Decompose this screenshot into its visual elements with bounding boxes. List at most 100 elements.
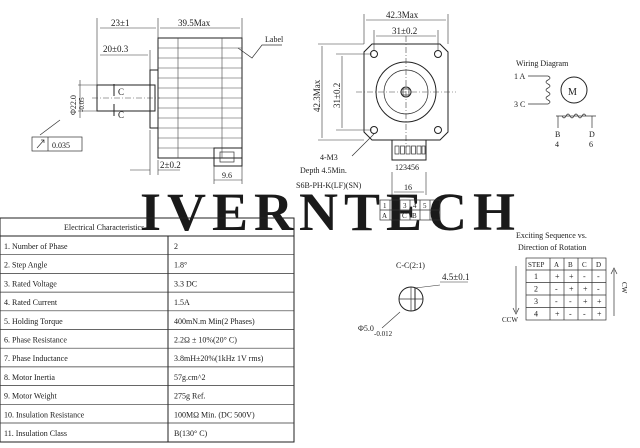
front-view: 123456 42.3Max 31±0.2 42.3Max 31±0.2 4-M…: [296, 10, 456, 195]
seq-phase-sign: +: [555, 272, 560, 281]
section-mark-c-upper: C: [118, 87, 124, 97]
seq-step-number: 3: [534, 297, 538, 306]
electrical-row-label: 2. Step Angle: [4, 261, 48, 270]
side-view: Label 23±1 39.5Max 20±0.3 Φ22.0 -0.05 C …: [31, 18, 284, 184]
motor-symbol: [560, 76, 588, 104]
dim-2: 2±0.2: [160, 160, 181, 170]
coil-b-d: [561, 113, 587, 119]
watermark-text: IVERNTECH: [140, 182, 521, 242]
terminal-6: 6: [589, 140, 593, 149]
seq-header-c: C: [582, 261, 587, 269]
electrical-title: Electrical Characteristics: [64, 223, 144, 232]
seq-phase-sign: -: [555, 285, 558, 294]
front-connector: [391, 139, 427, 161]
electrical-row-label: 4. Rated Current: [4, 298, 58, 307]
seq-phase-sign: -: [583, 272, 586, 281]
electrical-row-label: 3. Rated Voltage: [4, 279, 57, 288]
dim-4-5: 4.5±0.1: [442, 272, 469, 282]
electrical-row-label: 6. Phase Resistance: [4, 336, 67, 345]
electrical-row-value: 1.8°: [174, 261, 187, 270]
runout-tolerance-frame: [31, 136, 83, 152]
terminal-b: B: [555, 130, 560, 139]
pin-header-3: 3: [403, 202, 407, 210]
sequence-rows: 1++--2-++-3--++4+--+: [534, 272, 602, 319]
dim-phi22: Φ22.0: [69, 95, 78, 115]
mount-hole-tr: [434, 50, 442, 58]
seq-step-number: 2: [534, 285, 538, 294]
pin-value-3: C: [402, 212, 407, 220]
label-callout: Label: [265, 35, 284, 44]
pin-header-5: 5: [423, 202, 427, 210]
pin-header-2: 2: [393, 202, 397, 210]
electrical-row: 7. Phase Inductance 3.8mH±20%(1kHz 1V rms…: [4, 354, 264, 363]
depth-note: Depth 4.5Min.: [300, 166, 347, 175]
terminal-3c: 3 C: [514, 100, 525, 109]
side-connector: [213, 147, 243, 167]
dim-39-5-max: 39.5Max: [178, 18, 211, 28]
seq-phase-sign: +: [583, 297, 588, 306]
electrical-row-label: 11. Insulation Class: [4, 429, 67, 438]
dim-phi22-tolerance: -0.05: [78, 97, 86, 112]
sequence-title-line2: Direction of Rotation: [518, 243, 586, 252]
dim-20: 20±0.3: [103, 44, 129, 54]
seq-phase-sign: +: [569, 272, 574, 281]
cw-label: CW: [620, 282, 628, 294]
dim-phi5-tolerance: -0.012: [374, 330, 393, 338]
electrical-row: 10. Insulation Resistance 100MΩ Min. (DC …: [4, 410, 255, 419]
electrical-row-label: 7. Phase Inductance: [4, 354, 68, 363]
connector-pin-numbers: 123456: [395, 163, 419, 172]
electrical-characteristics-table: Electrical Characteristics 1. Number of …: [0, 217, 295, 443]
seq-step-number: 1: [534, 272, 538, 281]
terminal-4: 4: [555, 140, 559, 149]
electrical-row-label: 9. Motor Weight: [4, 392, 58, 401]
front-face-outline: [363, 43, 449, 141]
electrical-row-value: 1.5A: [174, 298, 190, 307]
seq-phase-sign: -: [597, 285, 600, 294]
runout-arrow-icon: [36, 139, 45, 149]
electrical-row-value: 100MΩ Min. (DC 500V): [174, 410, 255, 419]
label-leader-line: [237, 44, 282, 59]
dim-42-3-height: 42.3Max: [312, 79, 322, 112]
cooling-fins: [158, 38, 242, 158]
wiring-diagram: Wiring Diagram M 1 A 3 C B D 4 6: [514, 59, 596, 149]
seq-phase-sign: -: [597, 272, 600, 281]
seq-phase-sign: -: [569, 310, 572, 319]
seq-phase-sign: -: [569, 297, 572, 306]
electrical-row: 3. Rated Voltage 3.3 DC: [4, 279, 197, 288]
sequence-title-line1: Exciting Sequence vs.: [516, 231, 587, 240]
electrical-row-value: 400mN.m Min(2 Phases): [174, 317, 255, 326]
electrical-row-value: 57g.cm^2: [174, 373, 206, 382]
electrical-row-label: 10. Insulation Resistance: [4, 410, 85, 419]
thread-note: 4-M3: [320, 153, 338, 162]
terminal-d: D: [589, 130, 595, 139]
electrical-row-value: 275g Ref.: [174, 392, 206, 401]
seq-phase-sign: +: [569, 285, 574, 294]
seq-header-b: B: [568, 261, 573, 269]
electrical-row-label: 8. Motor Inertia: [4, 373, 55, 382]
electrical-row: 8. Motor Inertia 57g.cm^2: [4, 373, 206, 382]
seq-phase-sign: +: [583, 285, 588, 294]
dim-42-3-width: 42.3Max: [386, 10, 419, 20]
electrical-row-value: 3.8mH±20%(1kHz 1V rms): [174, 354, 264, 363]
seq-header-d: D: [596, 261, 601, 269]
electrical-row-value: 3.3 DC: [174, 279, 197, 288]
electrical-row: 4. Rated Current 1.5A: [4, 298, 190, 307]
dim-0-035: 0.035: [52, 141, 70, 150]
electrical-row-label: 5. Holding Torque: [4, 317, 63, 326]
electrical-row: 5. Holding Torque 400mN.m Min(2 Phases): [4, 317, 255, 326]
motor-symbol-label: M: [568, 87, 577, 98]
coil-a-c: [545, 75, 551, 105]
seq-phase-sign: -: [583, 310, 586, 319]
pin-header-6: 6: [433, 202, 437, 210]
dim-23: 23±1: [111, 18, 129, 28]
seq-header-a: A: [554, 261, 559, 269]
section-title: C-C(2:1): [396, 261, 425, 270]
electrical-row: 9. Motor Weight 275g Ref.: [4, 392, 206, 401]
seq-phase-sign: +: [597, 297, 602, 306]
connector-part-note: S6B-PH-K(LF)(SN): [296, 181, 362, 190]
